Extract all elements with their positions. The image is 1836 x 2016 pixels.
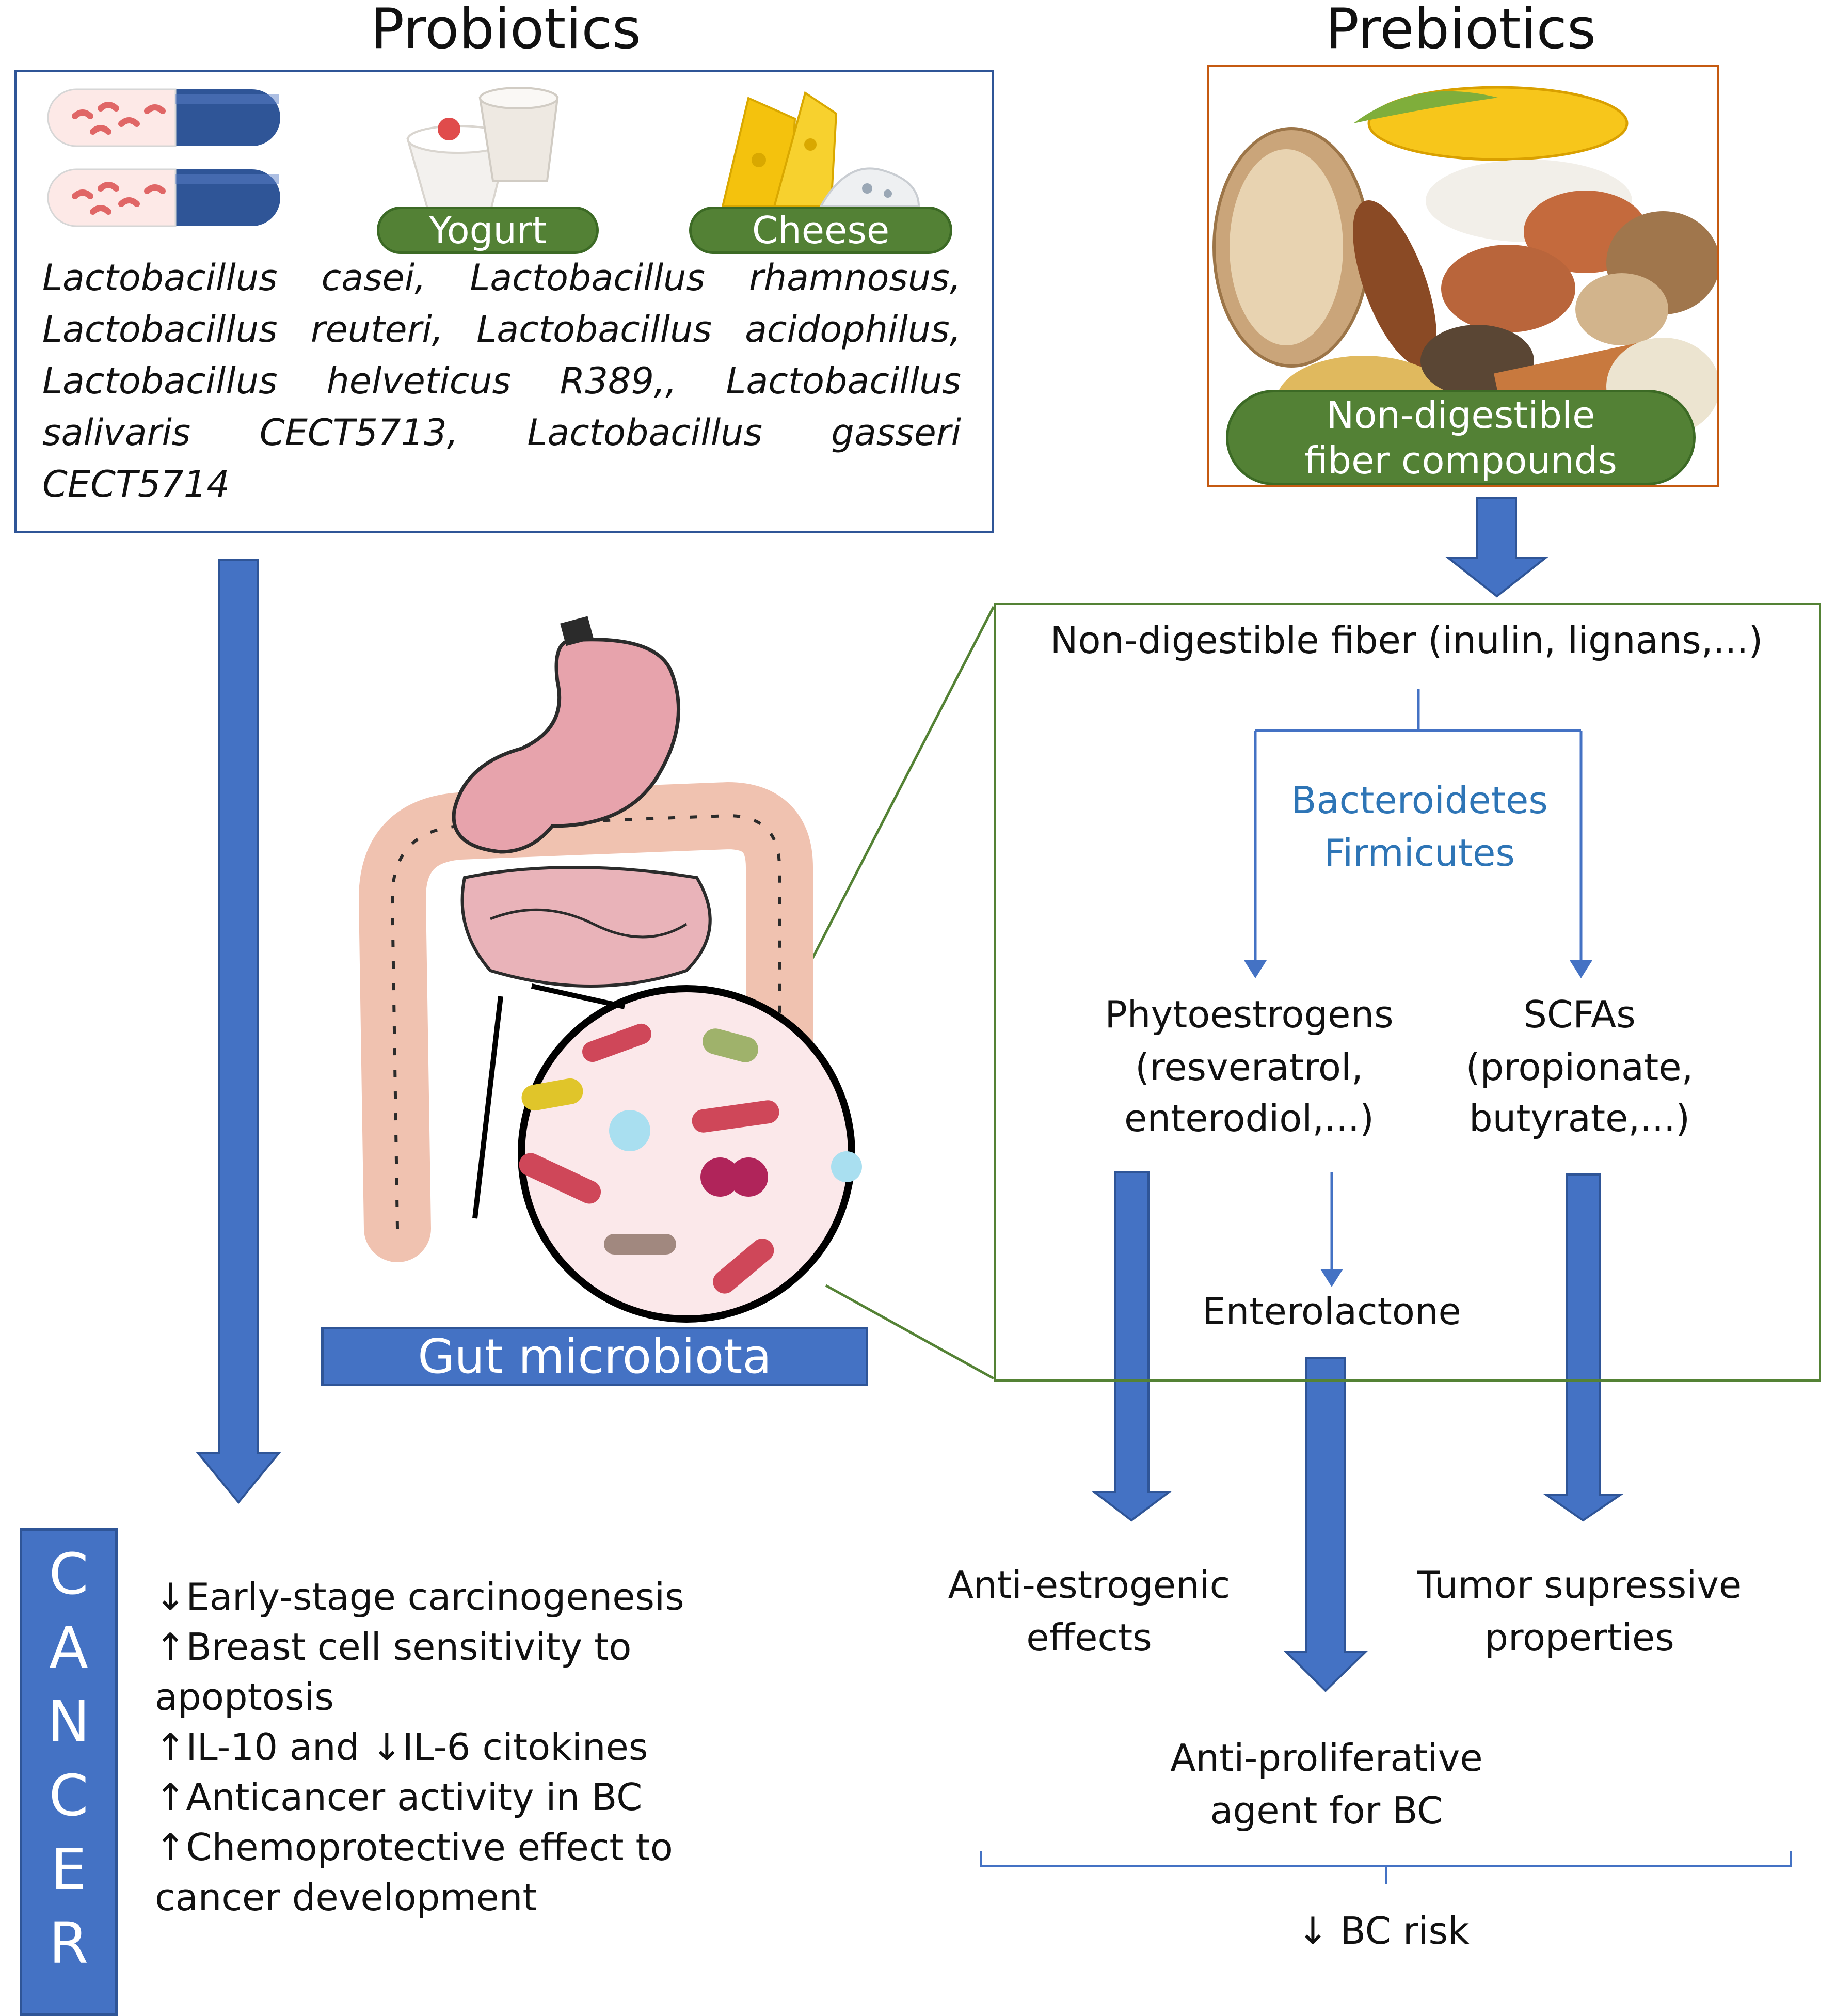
gut-microbiota-label: Gut microbiota <box>321 1327 868 1386</box>
scfas-line-3: butyrate,...) <box>1468 1097 1690 1140</box>
cancer-letter: A <box>49 1615 88 1681</box>
cancer-letter: R <box>49 1910 89 1976</box>
bacterium-icon <box>703 1028 758 1062</box>
cell-icon <box>609 1110 650 1151</box>
cancer-letter: C <box>49 1541 89 1607</box>
arrowhead-scfa <box>1570 960 1592 978</box>
scfas-line-2: (propionate, <box>1465 1045 1694 1089</box>
cancer-letter: N <box>47 1689 90 1755</box>
prebiotics-down-arrow <box>1445 497 1549 598</box>
cancer-letter: E <box>51 1836 87 1902</box>
effect-item: apoptosis <box>155 1675 334 1719</box>
pill-line-2: fiber compounds <box>1304 439 1617 482</box>
bacterium-icon <box>604 1234 676 1255</box>
anti-proliferative-line-2: agent for BC <box>1210 1789 1443 1832</box>
yogurt-illustration <box>406 87 559 213</box>
phytoestrogens-line-3: enterodiol,...) <box>1124 1097 1374 1140</box>
effect-item: cancer development <box>155 1876 537 1919</box>
stomach-icon <box>452 638 681 854</box>
cancer-letter: C <box>49 1763 89 1829</box>
coccus-icon <box>729 1157 768 1197</box>
effect-item: ↑IL-10 and ↓IL-6 citokines <box>155 1725 648 1769</box>
bacterium-icon <box>692 1100 779 1133</box>
bc-risk-label: ↓ BC risk <box>1297 1909 1470 1952</box>
gut-illustration <box>358 616 862 1323</box>
anti-proliferative-line-1: Anti-proliferative <box>1170 1736 1483 1780</box>
cell-icon <box>831 1151 862 1182</box>
phytoestrogens-line-2: (resveratrol, <box>1135 1045 1363 1089</box>
fiber-text: Non-digestible fiber (inulin, lignans,..… <box>1050 618 1763 662</box>
effect-item: ↑Anticancer activity in BC <box>155 1775 643 1819</box>
bacteroidetes-label: Bacteroidetes <box>1291 779 1548 822</box>
cheese-illustration <box>721 91 920 208</box>
coccus-icon <box>700 1157 740 1197</box>
anti-estrogenic-line-2: effects <box>1026 1616 1152 1659</box>
pill-line-1: Non-digestible <box>1326 393 1595 437</box>
fiber-split-connector <box>1254 689 1583 965</box>
arrowhead-phyto <box>1244 960 1267 978</box>
cheese-label: Cheese <box>689 207 952 254</box>
microbiota-magnifier <box>518 985 862 1323</box>
bacterium-icon <box>582 1023 651 1062</box>
zoom-line-bottom <box>825 1284 995 1380</box>
capsule-icon <box>47 168 280 227</box>
capsules-illustration <box>47 88 280 227</box>
prebiotics-title: Prebiotics <box>1325 0 1596 61</box>
cancer-vertical-bar: C A N C E R <box>20 1528 118 2016</box>
phytoestrogens-line-1: Phytoestrogens <box>1105 993 1394 1036</box>
tumor-suppressive-line-2: properties <box>1484 1616 1674 1659</box>
small-intestine-icon <box>460 866 712 988</box>
effect-item: ↑Chemoprotective effect to <box>155 1825 673 1869</box>
enterolactone-arrow <box>1284 1357 1368 1692</box>
probiotic-species-text: Lactobacillus casei, Lactobacillus rhamn… <box>42 257 961 505</box>
phytoestrogens-arrow <box>1091 1171 1172 1522</box>
scfa-arrow <box>1542 1173 1624 1522</box>
bacterium-icon <box>521 1078 583 1111</box>
scfas-line-1: SCFAs <box>1523 993 1636 1036</box>
bc-risk-bracket <box>980 1851 1792 1884</box>
yogurt-label: Yogurt <box>377 207 599 254</box>
effect-item: ↑Breast cell sensitivity to <box>155 1625 632 1669</box>
cancer-effects-list: ↓Early-stage carcinogenesis ↑Breast cell… <box>155 1572 981 1923</box>
bacterium-icon <box>713 1239 774 1294</box>
effect-item: ↓Early-stage carcinogenesis <box>155 1575 684 1618</box>
probiotics-title: Probiotics <box>371 0 641 61</box>
mechanism-box <box>994 603 1821 1382</box>
enterolactone-label: Enterolactone <box>1202 1290 1461 1333</box>
bacterium-icon <box>519 1153 601 1204</box>
anti-estrogenic-line-1: Anti-estrogenic <box>948 1563 1231 1607</box>
tumor-suppressive-line-1: Tumor supressive <box>1417 1563 1742 1607</box>
firmicutes-label: Firmicutes <box>1324 831 1515 875</box>
non-digestible-fiber-pill: Non-digestible fiber compounds <box>1226 390 1696 485</box>
probiotics-to-cancer-arrow <box>196 559 281 1504</box>
capsule-icon <box>47 88 280 147</box>
arrowhead-enterolactone <box>1320 1269 1343 1287</box>
